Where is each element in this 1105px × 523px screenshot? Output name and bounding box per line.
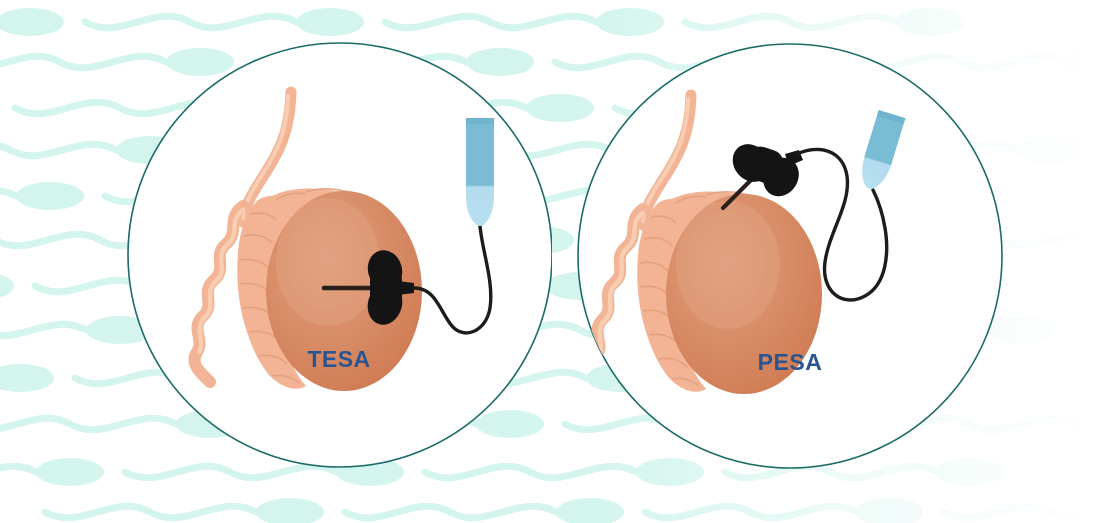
- testis-body: [666, 194, 822, 394]
- tesa-illustration-group: TESA: [188, 86, 494, 391]
- butterfly-needle-body: [732, 144, 803, 197]
- testis-highlight: [276, 198, 380, 326]
- collection-tube-body: [466, 118, 494, 226]
- pesa-label: PESA: [758, 349, 823, 375]
- panel-tesa: TESA: [0, 0, 552, 523]
- collection-tube: [862, 110, 906, 189]
- epididymis-coil-highlight: [596, 210, 646, 358]
- collection-tube-rim: [876, 110, 906, 124]
- collection-tube-body: [862, 110, 906, 189]
- testis-highlight: [676, 201, 780, 329]
- pesa-illustration-group: PESA: [588, 89, 906, 394]
- collection-tube-rim: [466, 118, 494, 124]
- needle-tubing: [795, 147, 889, 302]
- needle-tubing: [412, 224, 493, 335]
- testis-body: [266, 191, 422, 391]
- epididymis-coil-highlight: [196, 207, 246, 355]
- panel-pesa: PESA: [553, 0, 1105, 523]
- tesa-label: TESA: [307, 346, 370, 372]
- collection-tube: [466, 118, 494, 226]
- butterfly-needle-body: [367, 250, 414, 325]
